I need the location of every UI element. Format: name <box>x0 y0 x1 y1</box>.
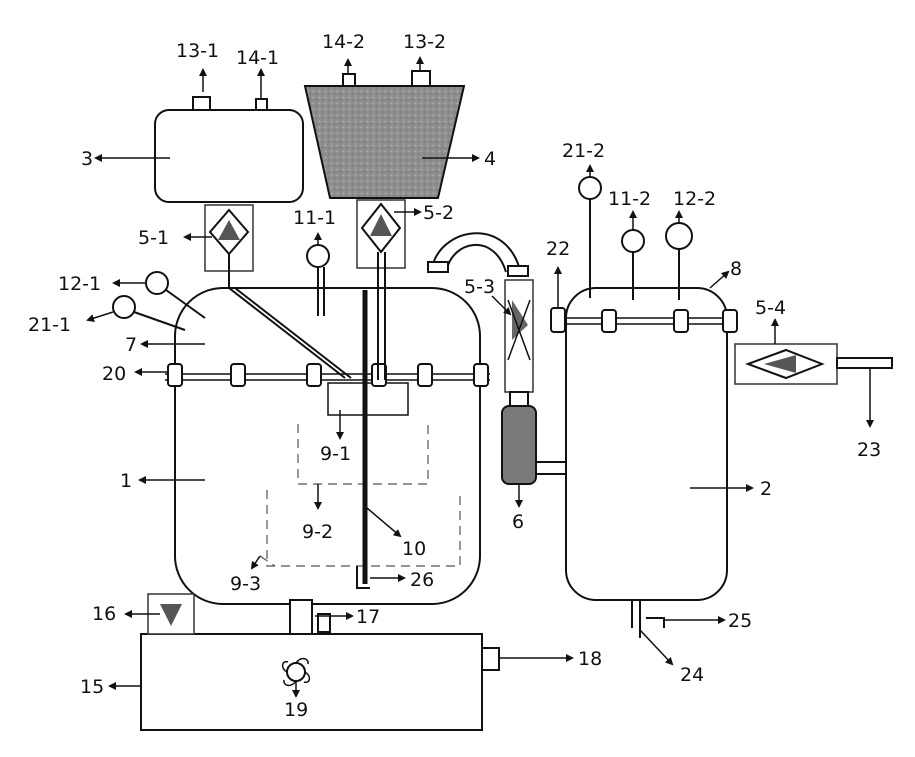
tank-3 <box>155 110 303 202</box>
label-25: 25 <box>728 610 752 632</box>
filter-6 <box>502 406 536 484</box>
label-11-1: 11-1 <box>293 207 336 229</box>
flange-bolt <box>723 310 737 332</box>
port-13-1 <box>193 97 210 110</box>
label-2: 2 <box>760 478 772 500</box>
label-14-1: 14-1 <box>236 47 279 69</box>
outlet-23 <box>837 358 892 368</box>
label-5-1: 5-1 <box>138 227 169 249</box>
label-9-3: 9-3 <box>230 573 261 595</box>
port-13-2 <box>412 71 430 86</box>
label-14-2: 14-2 <box>322 31 365 53</box>
vessel-2 <box>566 288 727 600</box>
drain-24 <box>632 600 664 638</box>
port-18 <box>482 648 499 670</box>
flange-bolt <box>602 310 616 332</box>
flange-bolt <box>307 364 321 386</box>
label-13-1: 13-1 <box>176 40 219 62</box>
gauge-11-2 <box>622 230 644 252</box>
label-24: 24 <box>680 664 704 686</box>
label-4: 4 <box>484 148 496 170</box>
label-12-2: 12-2 <box>673 188 716 210</box>
label-23: 23 <box>857 439 881 461</box>
port-22 <box>551 308 565 332</box>
label-3: 3 <box>81 148 93 170</box>
label-1: 1 <box>120 470 132 492</box>
gauge-21-1 <box>113 296 135 318</box>
gauge-12-2 <box>666 223 692 249</box>
base-15 <box>141 634 482 730</box>
label-12-1: 12-1 <box>58 273 101 295</box>
label-22: 22 <box>546 238 570 260</box>
hopper-4 <box>305 86 464 198</box>
label-9-1: 9-1 <box>320 443 351 465</box>
label-15: 15 <box>80 676 104 698</box>
flange-bolt <box>418 364 432 386</box>
label-10: 10 <box>402 538 426 560</box>
label-16: 16 <box>92 603 116 625</box>
label-26: 26 <box>410 569 434 591</box>
flange-bolt <box>231 364 245 386</box>
gauge-11-1 <box>307 245 329 267</box>
port-14-2 <box>343 74 355 86</box>
label-7: 7 <box>125 334 137 356</box>
flange-bolt <box>168 364 182 386</box>
gauge-21-2 <box>579 177 601 199</box>
label-8: 8 <box>730 258 742 280</box>
label-9-2: 9-2 <box>302 521 333 543</box>
coupling-17 <box>290 600 312 634</box>
label-11-2: 11-2 <box>608 188 651 210</box>
label-5-4: 5-4 <box>755 297 786 319</box>
label-5-2: 5-2 <box>423 202 454 224</box>
label-5-3: 5-3 <box>464 276 495 298</box>
flange-bolt <box>674 310 688 332</box>
label-13-2: 13-2 <box>403 31 446 53</box>
valve-5-3 <box>505 280 533 392</box>
label-20: 20 <box>102 363 126 385</box>
port-14-1 <box>256 99 267 110</box>
label-19: 19 <box>284 699 308 721</box>
flange-bolt <box>474 364 488 386</box>
label-18: 18 <box>578 648 602 670</box>
label-6: 6 <box>512 511 524 533</box>
label-21-1: 21-1 <box>28 314 71 336</box>
label-17: 17 <box>356 606 380 628</box>
label-21-2: 21-2 <box>562 140 605 162</box>
gauge-12-1 <box>146 272 168 294</box>
